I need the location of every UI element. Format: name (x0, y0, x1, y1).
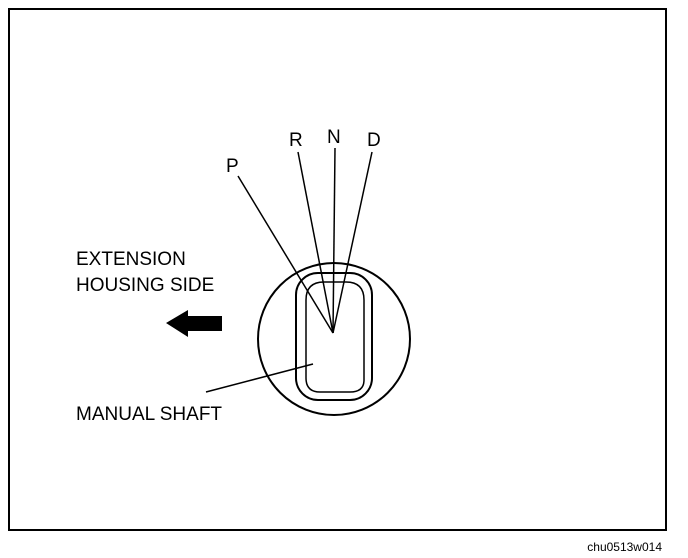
position-line-r (297, 151, 334, 334)
position-line-n (332, 147, 336, 334)
manual-shaft-leader-line (205, 363, 314, 393)
position-label-d: D (367, 130, 381, 151)
figure-code: chu0513w014 (587, 540, 662, 554)
position-label-p: P (226, 156, 239, 177)
position-line-d (332, 151, 373, 334)
arrow-left-icon (166, 310, 222, 337)
position-label-n: N (327, 127, 341, 148)
extension-housing-label-line2: HOUSING SIDE (76, 275, 214, 296)
manual-shaft-inner-contour (305, 281, 365, 393)
manual-shaft-label: MANUAL SHAFT (76, 404, 222, 425)
position-line-p (237, 175, 334, 334)
extension-housing-label-line1: EXTENSION (76, 249, 186, 270)
figure-frame (8, 8, 667, 531)
position-label-r: R (289, 130, 303, 151)
